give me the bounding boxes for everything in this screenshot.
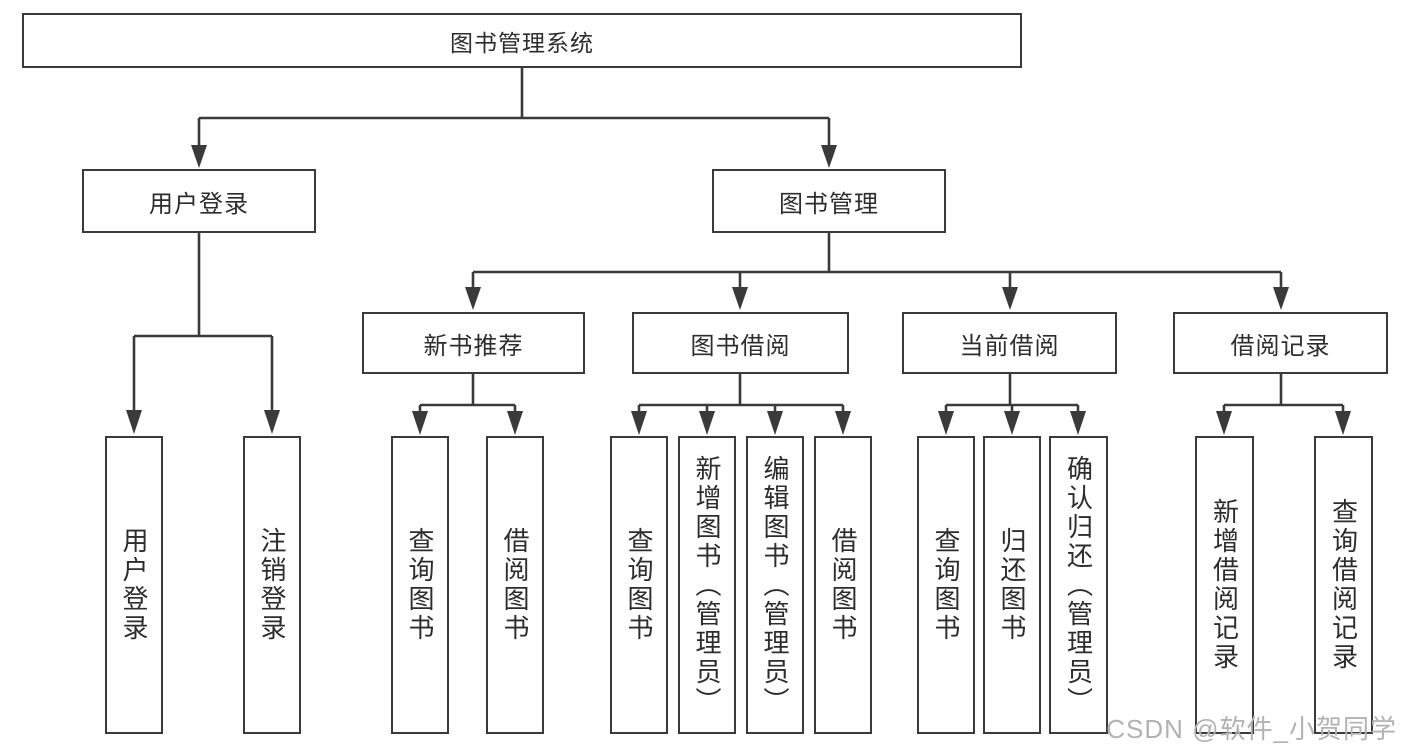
leaf-user-login: 用户登录 (105, 436, 163, 734)
arrowhead-icon (465, 287, 481, 310)
node-borrowing-records: 借阅记录 (1173, 312, 1388, 374)
leaf-borrow-books: 借阅图书 (814, 436, 872, 734)
node-user-login: 用户登录 (82, 169, 316, 233)
node-book-management: 图书管理 (712, 169, 946, 233)
arrowhead-icon (821, 145, 837, 168)
csdn-watermark: CSDN @软件_小贺同学 (1106, 714, 1397, 744)
leaf-add-borrow-record: 新增借阅记录 (1195, 436, 1254, 734)
leaf-query-borrow-record: 查询借阅记录 (1314, 436, 1373, 734)
arrowhead-icon (191, 145, 207, 168)
leaf-query-books-current: 查询图书 (917, 436, 975, 734)
node-library-management-system: 图书管理系统 (22, 13, 1022, 68)
leaf-logout: 注销登录 (243, 436, 301, 734)
arrowhead-icon (1070, 411, 1086, 435)
arrowhead-icon (1004, 411, 1020, 435)
arrowhead-icon (1216, 411, 1232, 435)
arrowhead-icon (835, 411, 851, 435)
node-current-borrowing: 当前借阅 (902, 312, 1117, 374)
arrowhead-icon (1335, 411, 1351, 435)
arrowhead-icon (507, 411, 523, 435)
arrowhead-icon (699, 411, 715, 435)
arrowhead-icon (126, 410, 142, 434)
leaf-add-book-admin: 新增图书（管理员） (678, 436, 736, 734)
leaf-return-book: 归还图书 (983, 436, 1041, 734)
arrowhead-icon (938, 411, 954, 435)
leaf-edit-book-admin: 编辑图书（管理员） (746, 436, 804, 734)
leaf-confirm-return-admin: 确认归还（管理员） (1049, 436, 1108, 734)
node-new-book-recommendation: 新书推荐 (362, 312, 585, 374)
leaf-query-books-recommend: 查询图书 (391, 436, 449, 734)
leaf-query-books-borrow: 查询图书 (610, 436, 668, 734)
node-book-borrowing: 图书借阅 (632, 312, 849, 374)
arrowhead-icon (1002, 287, 1018, 310)
arrowhead-icon (631, 411, 647, 435)
leaf-borrow-books-recommend: 借阅图书 (486, 436, 544, 734)
arrowhead-icon (264, 410, 280, 434)
arrowhead-icon (732, 287, 748, 310)
arrowhead-icon (767, 411, 783, 435)
arrowhead-icon (1273, 287, 1289, 310)
arrowhead-icon (412, 411, 428, 435)
